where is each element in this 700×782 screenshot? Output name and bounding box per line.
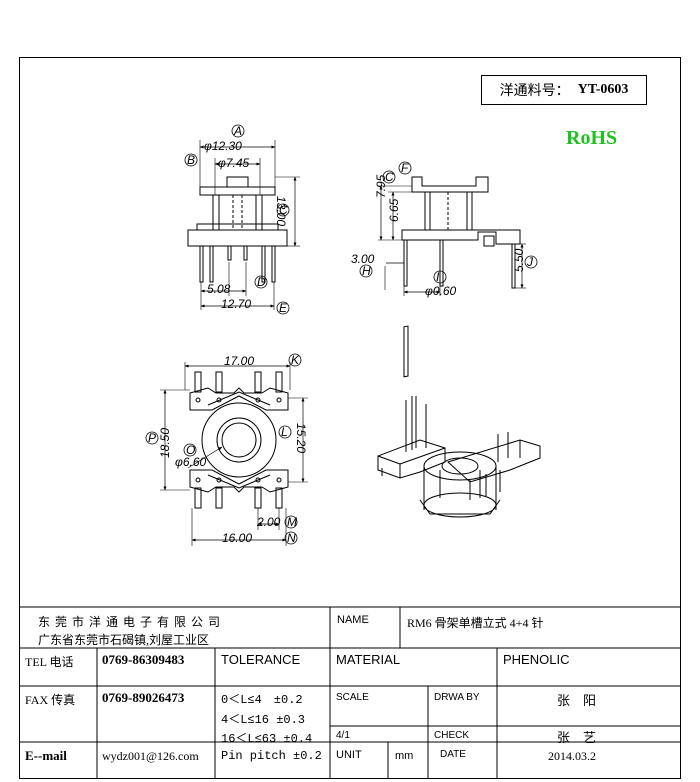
tolerance-pin-pitch: Pin pitch ±0.2 bbox=[221, 749, 322, 763]
callout-side-c: C bbox=[385, 170, 394, 184]
dim-m-value: 2.00 bbox=[257, 515, 281, 529]
callout-b: B bbox=[187, 153, 196, 167]
check-label: CHECK bbox=[434, 730, 470, 741]
dim-side-795: 7.95 bbox=[374, 174, 388, 198]
side-pin-mid bbox=[439, 239, 444, 287]
callout-k: K bbox=[291, 353, 300, 367]
side-pin-right bbox=[511, 243, 516, 289]
rohs-mark: RoHS bbox=[566, 127, 618, 149]
dim-p-value: 18.50 bbox=[158, 427, 172, 458]
company-address: 广东省东莞市石碣镇,刘屋工业区 bbox=[38, 633, 210, 647]
title-block-grid bbox=[19, 606, 681, 779]
date-label: DATE bbox=[440, 749, 466, 760]
scale-value: 4/1 bbox=[336, 730, 350, 741]
dim-side-550: 5.50 bbox=[512, 248, 526, 272]
bottom-pins-top bbox=[194, 371, 283, 403]
tel-value: 0769-86309483 bbox=[102, 652, 185, 667]
dim-l-value: 15.20 bbox=[294, 423, 308, 454]
callout-h: H bbox=[362, 264, 371, 278]
callout-e: E bbox=[279, 301, 288, 315]
side-view bbox=[359, 161, 538, 296]
name-label: NAME bbox=[337, 614, 369, 626]
tolerance-range-1: 0＜L≤4 ±0.2 bbox=[221, 693, 303, 707]
dim-b-value: φ7.45 bbox=[218, 156, 250, 170]
front-bottom-flange bbox=[187, 229, 288, 247]
part-number-box: 洋通料号： YT-0603 bbox=[481, 75, 647, 105]
callout-i: I bbox=[436, 270, 440, 284]
callout-c: C bbox=[279, 203, 288, 217]
date-value: 2014.03.2 bbox=[548, 749, 596, 763]
dim-e-value: 12.70 bbox=[221, 297, 252, 311]
callout-o: O bbox=[186, 443, 196, 457]
tel-label: TEL 电话 bbox=[25, 655, 74, 669]
drawby-label: DRWA BY bbox=[434, 692, 480, 703]
bottom-view bbox=[145, 353, 308, 546]
tolerance-range-3: 16＜L≤63 ±0.4 bbox=[221, 732, 313, 746]
tolerance-label: TOLERANCE bbox=[221, 652, 301, 667]
dim-n-value: 16.00 bbox=[222, 531, 253, 545]
material-value: PHENOLIC bbox=[503, 652, 570, 667]
callout-j: J bbox=[527, 255, 533, 269]
unit-value: mm bbox=[395, 750, 414, 762]
tolerance-range-2: 4＜L≤16 ±0.3 bbox=[221, 713, 306, 727]
front-top-flange bbox=[199, 186, 276, 196]
scale-label: SCALE bbox=[336, 692, 369, 703]
part-number: YT-0603 bbox=[577, 82, 629, 97]
dim-o-value: φ6.60 bbox=[175, 455, 207, 469]
fax-value: 0769-89026473 bbox=[102, 690, 185, 705]
dim-d-value: 5.08 bbox=[207, 282, 231, 296]
isometric-view bbox=[377, 325, 541, 518]
dim-k-value: 17.00 bbox=[224, 354, 255, 368]
front-view bbox=[184, 124, 300, 315]
name-value: RM6 骨架单槽立式 4+4 针 bbox=[407, 616, 544, 630]
bottom-pins-bottom bbox=[194, 477, 283, 509]
dim-side-300: 3.00 bbox=[351, 252, 375, 266]
unit-label: UNIT bbox=[336, 749, 362, 761]
callout-n: N bbox=[287, 531, 296, 545]
dim-side-665: 6.65 bbox=[387, 198, 401, 222]
check-value: 张 艺 bbox=[557, 730, 597, 745]
front-top-boss bbox=[226, 176, 249, 188]
dim-a-value: φ12.30 bbox=[204, 139, 242, 153]
email-value: wydz001@126.com bbox=[102, 749, 199, 763]
callout-m: M bbox=[287, 515, 297, 529]
email-label: E--mail bbox=[25, 748, 67, 763]
front-pins bbox=[199, 245, 276, 283]
drawby-value: 张 阳 bbox=[557, 693, 597, 708]
drawing-sheet bbox=[19, 57, 681, 779]
dim-side-060: φ0.60 bbox=[425, 284, 457, 298]
callout-d: D bbox=[257, 275, 266, 289]
dim-c-value: 13.00 bbox=[274, 196, 288, 227]
bottom-core-circle bbox=[216, 417, 262, 463]
part-label: 洋通料号： bbox=[499, 84, 570, 99]
fax-label: FAX 传真 bbox=[25, 693, 76, 707]
side-pin-left bbox=[403, 239, 408, 287]
callout-l: L bbox=[281, 425, 288, 439]
material-label: MATERIAL bbox=[336, 652, 401, 667]
callout-a: A bbox=[234, 124, 243, 138]
callout-f: F bbox=[401, 161, 409, 175]
company-name: 东 莞 市 洋 通 电 子 有 限 公 司 bbox=[38, 615, 222, 629]
bottom-outer-circle bbox=[201, 402, 277, 478]
callout-p: P bbox=[148, 431, 157, 445]
